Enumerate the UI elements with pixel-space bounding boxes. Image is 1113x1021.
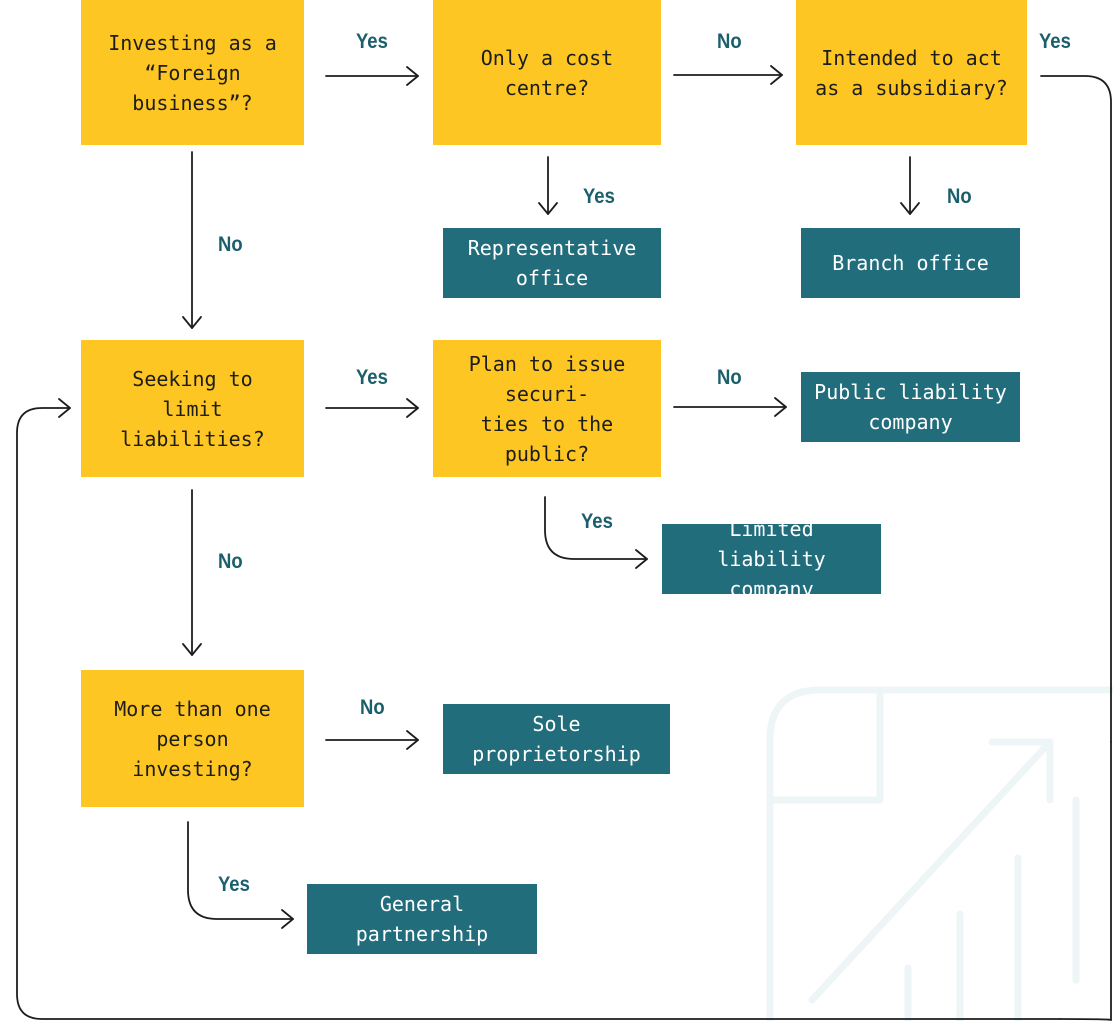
outcome-representative-office: Representative office bbox=[443, 228, 661, 298]
arrow-costcentre-to-rep bbox=[538, 156, 558, 215]
label-costcentre-to-rep: Yes bbox=[583, 185, 615, 208]
label-limit-to-more: No bbox=[218, 550, 243, 573]
outcome-sole-proprietorship: Sole proprietorship bbox=[443, 704, 670, 774]
arrow-foreign-to-costcentre bbox=[325, 66, 419, 86]
arrow-subsidiary-loop bbox=[16, 75, 1112, 1021]
label-subsidiary-loop: Yes bbox=[1039, 30, 1071, 53]
outcome-limited-liability-company: Limited liability company bbox=[662, 517, 881, 601]
label-more-to-sole: No bbox=[360, 696, 385, 719]
arrow-foreign-to-limit bbox=[182, 151, 202, 329]
label-costcentre-to-subsidiary: No bbox=[717, 30, 742, 53]
question-issue-securities: Plan to issue securi- ties to the public… bbox=[433, 340, 661, 477]
arrow-securities-to-limited bbox=[544, 496, 648, 569]
label-securities-to-limited: Yes bbox=[581, 510, 613, 533]
outcome-branch-office: Branch office bbox=[801, 228, 1020, 298]
question-limit-liabilities: Seeking to limit liabilities? bbox=[81, 340, 304, 477]
arrow-subsidiary-to-branch bbox=[900, 156, 920, 215]
label-limit-to-securities: Yes bbox=[356, 366, 388, 389]
label-subsidiary-to-branch: No bbox=[947, 185, 972, 208]
outcome-general-partnership: General partnership bbox=[307, 884, 537, 954]
question-cost-centre: Only a cost centre? bbox=[433, 0, 661, 145]
label-more-to-general: Yes bbox=[218, 873, 250, 896]
label-foreign-to-costcentre: Yes bbox=[356, 30, 388, 53]
outcome-public-liability-company: Public liability company bbox=[801, 372, 1020, 442]
arrow-more-to-general bbox=[187, 821, 294, 929]
arrow-limit-to-securities bbox=[325, 398, 419, 418]
question-more-than-one-person: More than one person investing? bbox=[81, 670, 304, 807]
arrow-limit-to-more bbox=[182, 489, 202, 656]
arrow-securities-to-public bbox=[673, 397, 787, 417]
arrow-more-to-sole bbox=[325, 730, 419, 750]
label-securities-to-public: No bbox=[717, 366, 742, 389]
question-subsidiary: Intended to act as a subsidiary? bbox=[796, 0, 1027, 145]
question-foreign-business: Investing as a “Foreign business”? bbox=[81, 0, 304, 145]
arrow-costcentre-to-subsidiary bbox=[673, 65, 783, 85]
label-foreign-to-limit: No bbox=[218, 233, 243, 256]
